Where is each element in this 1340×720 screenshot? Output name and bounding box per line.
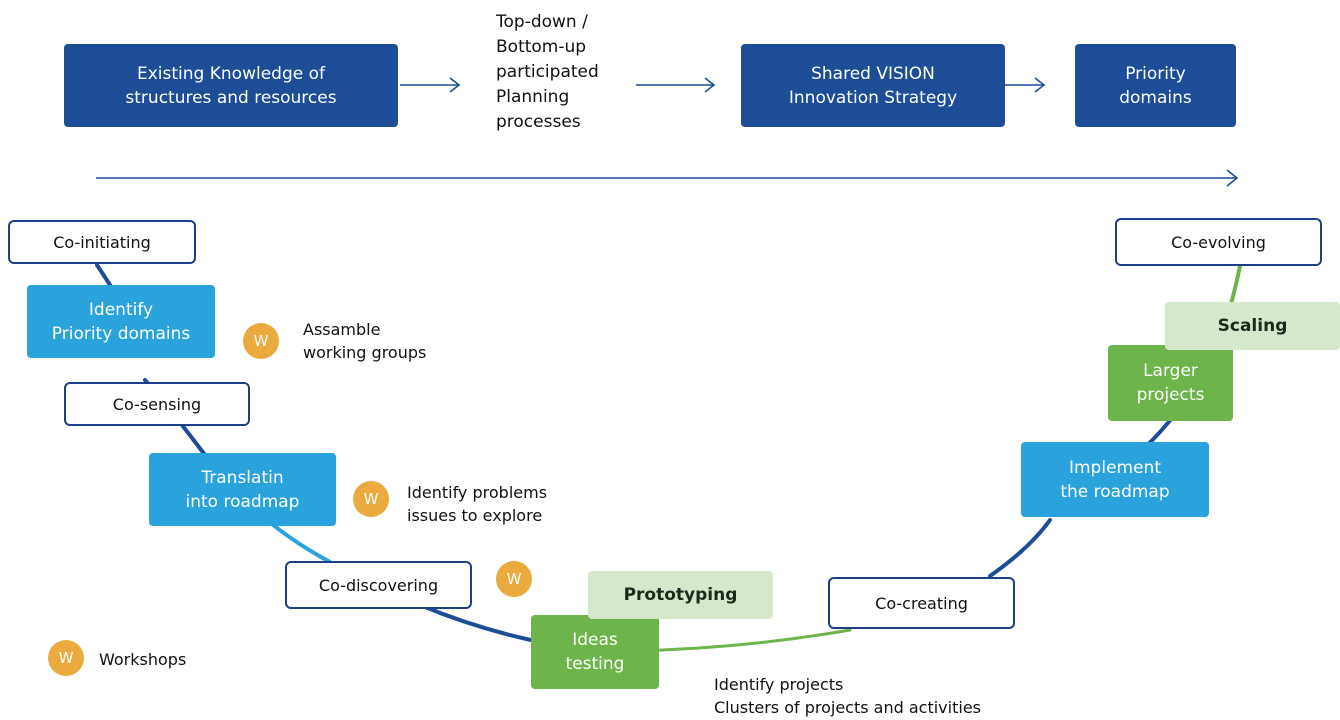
workshop-badge-legend: W	[48, 640, 84, 676]
implement-roadmap-box: Implement the roadmap	[1021, 442, 1209, 517]
curve-segment-navy-2	[418, 603, 547, 645]
scaling-phase: Scaling	[1165, 302, 1340, 350]
legend-workshops-label: Workshops	[99, 650, 187, 669]
workshop-badge-2: W	[353, 481, 389, 517]
stage-co-evolving: Co-evolving	[1115, 218, 1322, 266]
timeline-arrow-head	[1226, 169, 1239, 187]
existing-knowledge-box: Existing Knowledge of structures and res…	[64, 44, 398, 127]
workshop-badge-1: W	[243, 323, 279, 359]
curve-segment-navy-3	[988, 518, 1052, 578]
workshop-badge-3: W	[496, 561, 532, 597]
note-identify-projects: Identify projects Clusters of projects a…	[714, 675, 981, 717]
arrow-head-1	[449, 77, 461, 93]
stage-co-creating: Co-creating	[828, 577, 1015, 629]
stage-co-initiating: Co-initiating	[8, 220, 196, 264]
note-identify-problems: Identify problems issues to explore	[407, 483, 548, 525]
priority-domains-box: Priority domains	[1075, 44, 1236, 127]
stage-co-discovering: Co-discovering	[285, 561, 472, 609]
arrow-head-2	[704, 77, 716, 93]
curve-segment-start	[95, 263, 114, 290]
identify-priority-domains-box: Identify Priority domains	[27, 285, 215, 358]
translatin-roadmap-box: Translatin into roadmap	[149, 453, 336, 526]
larger-projects-box: Larger projects	[1108, 345, 1233, 421]
stage-co-sensing: Co-sensing	[64, 382, 250, 426]
ideas-testing-box: Ideas testing	[531, 615, 659, 689]
note-assemble-groups: Assamble working groups	[303, 320, 427, 362]
planning-processes-text: Top-down / Bottom-up participated Planni…	[496, 12, 599, 132]
arrow-head-3	[1034, 77, 1046, 93]
shared-vision-box: Shared VISION Innovation Strategy	[741, 44, 1005, 127]
prototyping-phase: Prototyping	[588, 571, 773, 619]
